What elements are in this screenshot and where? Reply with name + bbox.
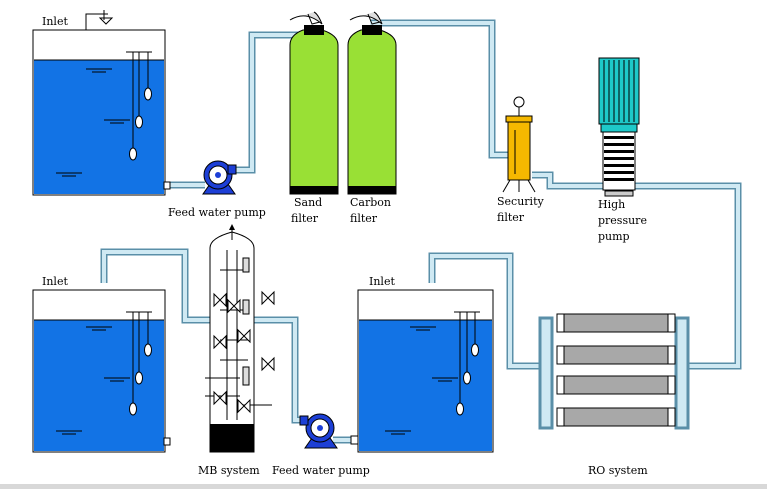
ro-system: RO system — [538, 313, 690, 477]
pipework — [100, 19, 742, 444]
bottom-border — [0, 484, 767, 489]
carbon-filter: Carbon filter — [347, 11, 397, 225]
ro-membrane-3 — [556, 375, 676, 395]
sand-filter: Sand filter — [289, 11, 339, 225]
feed-water-pump-1: Feed water pump — [168, 160, 266, 219]
ro-membrane-2 — [556, 345, 676, 365]
raw-water-tank: Inlet — [32, 10, 171, 196]
ro-membrane-1 — [556, 313, 676, 333]
security-filter: Security filter — [497, 96, 544, 224]
product-water-tank: Inlet — [32, 275, 171, 453]
security-filter-label-line2: filter — [497, 211, 525, 224]
feed-pump-1-label: Feed water pump — [168, 206, 266, 219]
ro-product-tank: Inlet — [350, 275, 494, 453]
carbon-filter-label-line1: Carbon — [350, 196, 391, 209]
feed-pump-2-label: Feed water pump — [272, 464, 370, 477]
mb-system-label: MB system — [198, 464, 260, 477]
feed-water-pump-2: Feed water pump — [272, 413, 370, 477]
inlet-label-tank1: Inlet — [42, 15, 68, 28]
inlet-label-tank3: Inlet — [369, 275, 395, 288]
hp-pump-label-line3: pump — [598, 230, 630, 243]
ro-system-label: RO system — [588, 464, 648, 477]
mb-system: MB system — [198, 224, 275, 477]
carbon-filter-label-line2: filter — [350, 212, 378, 225]
sand-filter-label-line1: Sand — [294, 196, 322, 209]
hp-pump-label-line1: High — [598, 198, 625, 211]
security-filter-label-line1: Security — [497, 195, 544, 208]
ro-membrane-4 — [556, 407, 676, 427]
sand-filter-label-line2: filter — [291, 212, 319, 225]
high-pressure-pump: High pressure pump — [598, 57, 647, 243]
hp-pump-label-line2: pressure — [598, 214, 647, 227]
inlet-label-tank2: Inlet — [42, 275, 68, 288]
pressure-gauge-icon — [513, 96, 525, 108]
